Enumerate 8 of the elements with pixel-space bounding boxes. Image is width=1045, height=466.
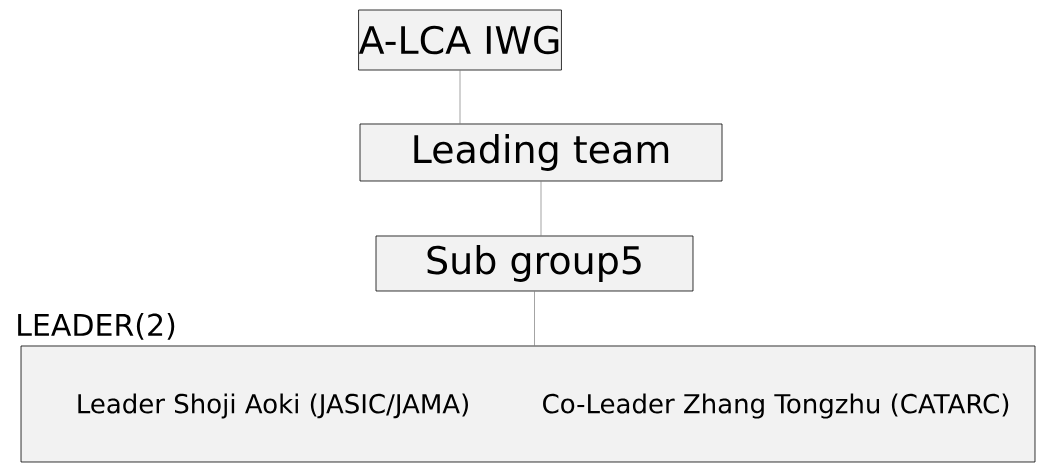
- group-box: Leading team: [359, 123, 723, 182]
- connector-line: [534, 291, 535, 346]
- node-label: LEADER(2): [18, 313, 175, 340]
- connector-line: [459, 70, 461, 124]
- connector-line: [540, 181, 542, 236]
- leaders-box: LEADER(2) Leader Shoji Aoki (JASIC/JAMA) Co-Leader Zhang Tongzhu (CATARC): [18, 313, 1036, 463]
- group-box: Sub group5: [375, 235, 694, 292]
- group-box: A-LCA IWG: [358, 9, 562, 71]
